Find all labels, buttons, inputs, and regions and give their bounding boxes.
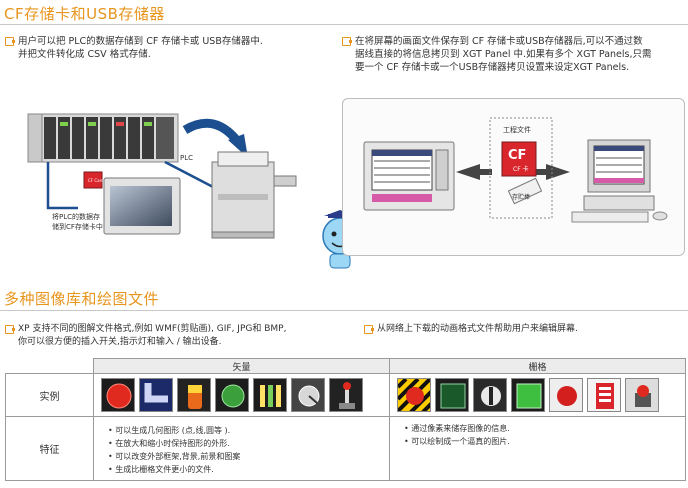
section-title-graphics-library: 多种图像库和绘图文件 [4, 290, 160, 308]
text-line: 在将屏幕的画面文件保存到 CF 存储卡或USB存储器后,可以不通过数 [355, 36, 643, 47]
plc-label: PLC [180, 154, 194, 162]
text-line: 要一个 CF 存储卡或一个USB存储器拷贝设置来设定XGT Panels. [355, 62, 630, 73]
tank-icon [177, 378, 211, 412]
text-line: 将PLC的数据存 [52, 213, 101, 221]
graphics-left-description: XP 支持不同的图解文件格式,例如 WMF(剪贴画), GIF, JPG和 BM… [18, 323, 348, 349]
graphics-comparison-table: 矢量 栅格 实例 [5, 358, 686, 481]
raster-features: 通过像素来储存图像的信息. 可以绘制成一个逼真的图片. [389, 416, 686, 481]
list-item: 生成比栅格文件更小的文件. [108, 463, 389, 476]
hmi-panel-icon [103, 177, 181, 235]
text-line: 你可以很方便的插入开关,指示灯和输入 / 输出设备. [18, 337, 222, 347]
text-line: 据线直接的将信息拷贝到 XGT Panel 中.如果有多个 XGT Panels… [355, 49, 652, 60]
text-line: XP 支持不同的图解文件格式,例如 WMF(剪贴画), GIF, JPG和 BM… [18, 324, 287, 334]
hmi-panel-icon [363, 141, 455, 211]
cf-card-label: CF Card [88, 178, 104, 183]
list-item: 可以绘制成一个逼真的图片. [404, 435, 685, 448]
text-line: 用户可以把 PLC的数据存储到 CF 存储卡或 USB存储器中. [18, 36, 263, 47]
red-button-icon [101, 378, 135, 412]
pipe-icon [139, 378, 173, 412]
row-head-feature: 特征 [5, 416, 94, 481]
section-divider [0, 310, 688, 311]
cf-left-description: 用户可以把 PLC的数据存储到 CF 存储卡或 USB存储器中. 并把文件转化成… [18, 35, 338, 61]
project-file-label: 工程文件 [503, 126, 531, 134]
cf-right-description: 在将屏幕的画面文件保存到 CF 存储卡或USB存储器后,可以不通过数 据线直接的… [355, 35, 685, 74]
cf-card-icon [501, 141, 537, 177]
list-item: 可以生成几何图形 (点,线,圆等 ). [108, 424, 389, 437]
joystick-icon [329, 378, 363, 412]
usb-stick-label: 存贮棒 [512, 194, 531, 201]
list-item: 可以改变外部框架,背景,前景和图案 [108, 450, 389, 463]
bullet-arrow-icon [364, 325, 374, 334]
knob-icon [291, 378, 325, 412]
green-lamp-icon [215, 378, 249, 412]
bullet-arrow-icon [5, 37, 15, 46]
store-to-cf-caption: 将PLC的数据存 储到CF存储卡中 [52, 212, 103, 232]
vector-examples [93, 373, 390, 417]
meter-bars-icon [253, 378, 287, 412]
cf-card-title: CF [508, 148, 527, 163]
header-vector: 矢量 [93, 358, 390, 374]
section-divider [0, 24, 688, 25]
curved-arrow-icon [182, 118, 242, 145]
cf-card-icon [83, 171, 103, 189]
printer-icon [211, 151, 297, 239]
cf-copy-illustration [363, 117, 668, 223]
section-title-cf-usb: CF存储卡和USB存储器 [4, 5, 165, 23]
vector-features: 可以生成几何图形 (点,线,圆等 ). 在放大和缩小时保持图形的外形. 可以改变… [93, 416, 390, 481]
control-panel-icon [587, 378, 621, 412]
header-raster: 栅格 [389, 358, 686, 374]
computer-icon [571, 139, 668, 223]
selector-switch-icon [473, 378, 507, 412]
usb-stick-icon [507, 177, 543, 205]
table-corner [5, 358, 94, 374]
emergency-stop-icon [625, 378, 659, 412]
green-panel-icon [435, 378, 469, 412]
list-item: 通过像素来储存图像的信息. [404, 422, 685, 435]
green-lamp-square-icon [511, 378, 545, 412]
graphics-right-description: 从网络上下载的动画格式文件帮助用户来编辑屏幕. [377, 324, 578, 334]
text-line: 并把文件转化成 CSV 格式存储. [18, 49, 151, 60]
hazard-button-icon [397, 378, 431, 412]
cf-card-subtitle: CF 卡 [513, 166, 529, 173]
list-item: 在放大和缩小时保持图形的外形. [108, 437, 389, 450]
plc-to-cf-illustration [27, 113, 297, 239]
red-lamp-icon [549, 378, 583, 412]
bullet-arrow-icon [5, 325, 15, 334]
raster-examples [389, 373, 686, 417]
row-head-example: 实例 [5, 373, 94, 417]
plc-rack-icon [27, 113, 179, 163]
bullet-arrow-icon [342, 37, 352, 46]
text-line: 储到CF存储卡中 [52, 223, 103, 231]
